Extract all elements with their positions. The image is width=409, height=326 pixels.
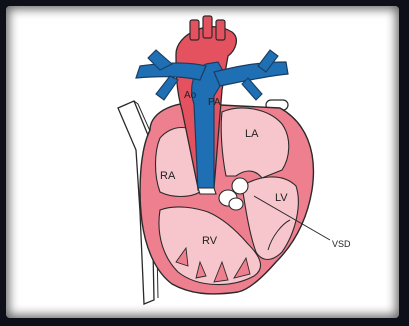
- label-pa: PA: [208, 97, 221, 108]
- diagram-panel: Ao PA LA RA LV RV VSD: [6, 6, 399, 318]
- aortic-branches: [190, 16, 225, 40]
- label-ra: RA: [160, 170, 176, 182]
- heart-vsd-diagram: Ao PA LA RA LV RV VSD: [6, 6, 399, 318]
- pulmonary-branch-right-lower: [242, 78, 262, 100]
- label-rv: RV: [202, 235, 218, 247]
- label-la: LA: [245, 128, 259, 140]
- label-lv: LV: [275, 192, 288, 204]
- label-ao: Ao: [184, 90, 197, 101]
- pulmonary-branch-left-lower: [156, 76, 178, 100]
- label-vsd: VSD: [332, 239, 351, 249]
